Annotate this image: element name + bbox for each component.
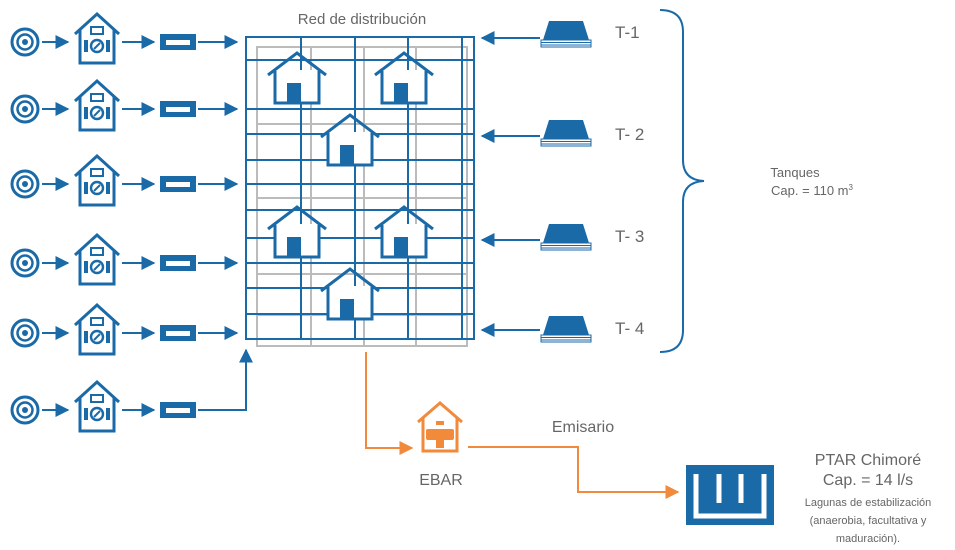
ebar-label: EBAR <box>419 472 463 489</box>
house-icon <box>373 205 435 259</box>
emissary-label: Emisario <box>552 419 614 436</box>
ptar-capacity: Cap. = 14 l/s <box>823 472 913 489</box>
well-icon <box>10 169 40 199</box>
filter-icon <box>160 325 196 341</box>
well-icon <box>10 27 40 57</box>
tank-t2: T- 2 <box>480 119 644 147</box>
pump-house-icon <box>73 79 121 132</box>
pump-house-icon <box>73 12 121 65</box>
supply-row <box>10 12 239 65</box>
tank-icon <box>540 20 592 48</box>
tank-t4: T- 4 <box>480 315 644 343</box>
tank-t3: T- 3 <box>480 223 644 251</box>
tank-icon <box>540 119 592 147</box>
tanks-group-label: Tanques <box>770 165 820 180</box>
flow-arrow <box>198 348 253 411</box>
well-icon <box>10 248 40 278</box>
supply-row <box>10 79 239 132</box>
distribution-network: Red de distribución <box>245 11 475 347</box>
well-icon <box>10 318 40 348</box>
supply-row <box>10 303 239 356</box>
filter-icon <box>160 402 196 418</box>
tanks-capacity: Cap. = 110 m3 <box>771 183 853 198</box>
ptar-note-line3: maduración). <box>836 533 900 545</box>
filter-icon <box>160 34 196 50</box>
house-icon <box>266 205 328 259</box>
treatment-plant-icon <box>686 465 774 525</box>
tank-label: T-1 <box>615 23 640 42</box>
well-icon <box>10 94 40 124</box>
ptar-note-line2: (anaerobia, facultativa y <box>810 515 927 527</box>
supply-rows <box>10 12 253 433</box>
ebar-icon <box>417 401 463 453</box>
well-icon <box>10 395 40 425</box>
filter-icon <box>160 176 196 192</box>
tank-label: T- 2 <box>615 125 644 144</box>
tanks-brace <box>659 9 705 353</box>
sewer-arrow <box>365 352 414 455</box>
supply-row <box>10 348 253 433</box>
house-icon <box>319 267 381 321</box>
tank-label: T- 3 <box>615 227 644 246</box>
filter-icon <box>160 101 196 117</box>
pump-house-icon <box>73 154 121 207</box>
tank-label: T- 4 <box>615 319 644 338</box>
ptar-note-line1: Lagunas de estabilización <box>805 497 932 509</box>
sewer-system: EBAR Emisario PTAR Chimoré Cap. = 14 l/s… <box>365 352 932 545</box>
network-title: Red de distribución <box>298 11 426 28</box>
tanks: T-1 T- 2 T- 3 T- 4 Tanques Cap. = 110 m3 <box>480 9 854 353</box>
emissary-line <box>468 446 680 499</box>
house-icon <box>319 113 381 167</box>
supply-row <box>10 154 239 207</box>
tank-icon <box>540 315 592 343</box>
tank-icon <box>540 223 592 251</box>
ptar-name: PTAR Chimoré <box>815 452 921 469</box>
tank-t1: T-1 <box>480 20 640 48</box>
pump-house-icon <box>73 233 121 286</box>
pump-house-icon <box>73 303 121 356</box>
supply-row <box>10 233 239 286</box>
pump-house-icon <box>73 380 121 433</box>
filter-icon <box>160 255 196 271</box>
